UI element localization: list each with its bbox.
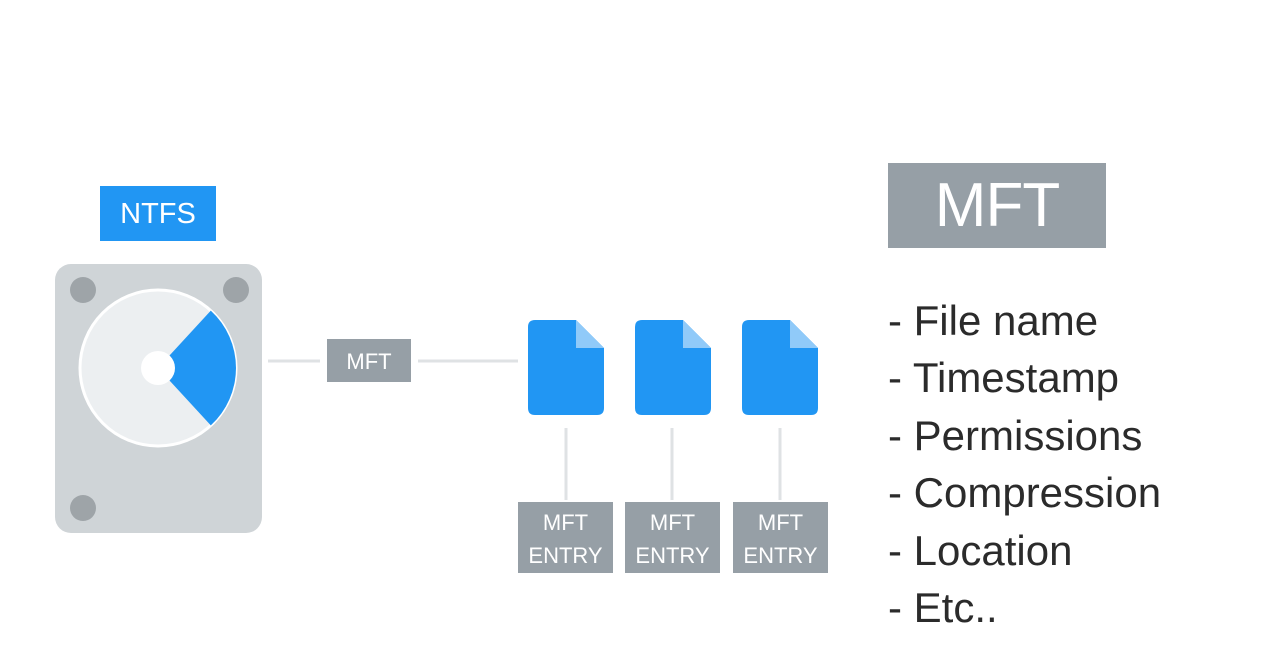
mft-connector-label-text: MFT: [346, 349, 391, 374]
mft-entry-line2: ENTRY: [528, 543, 602, 568]
screw-icon: [70, 495, 96, 521]
mft-entry-line2: ENTRY: [635, 543, 709, 568]
mft-entry-box: MFT ENTRY: [733, 502, 828, 573]
mft-attribute-list: - File name - Timestamp - Permissions - …: [888, 292, 1161, 636]
platter-sector: [158, 310, 236, 426]
attribute-item: - Compression: [888, 469, 1162, 517]
mft-entry-line1: MFT: [650, 510, 695, 535]
attribute-item: - Timestamp: [888, 354, 1120, 402]
attribute-item: - Etc..: [888, 583, 998, 631]
mft-entry-line1: MFT: [543, 510, 588, 535]
connectors: [268, 359, 782, 500]
spindle: [141, 351, 175, 385]
file-icon: [742, 320, 818, 415]
hard-drive-icon: [55, 264, 262, 533]
mft-entry-box: MFT ENTRY: [625, 502, 720, 573]
file-icon: [635, 320, 711, 415]
ntfs-label-text: NTFS: [120, 198, 196, 230]
mft-title-text: MFT: [934, 171, 1060, 240]
mft-entry-line1: MFT: [758, 510, 803, 535]
mft-entry-line2: ENTRY: [743, 543, 817, 568]
screw-icon: [70, 277, 96, 303]
attribute-item: - File name: [888, 297, 1099, 344]
mft-title: MFT: [888, 163, 1106, 248]
file-icon: [528, 320, 604, 415]
screw-icon: [223, 277, 249, 303]
attribute-item: - Location: [888, 526, 1073, 574]
mft-connector-label: MFT: [327, 339, 411, 382]
attribute-item: - Permissions: [888, 411, 1143, 459]
ntfs-label: NTFS: [100, 186, 216, 241]
mft-entry-box: MFT ENTRY: [518, 502, 613, 573]
